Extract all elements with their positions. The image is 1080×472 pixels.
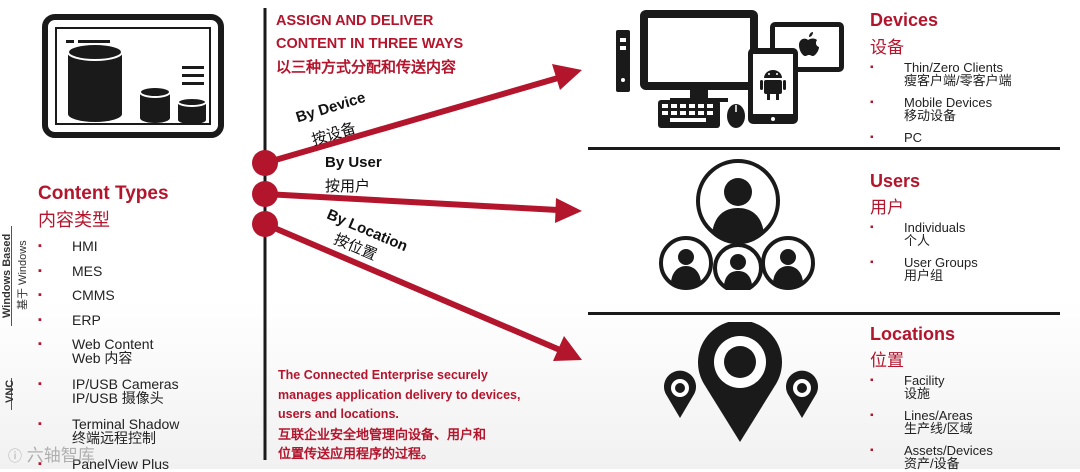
assign-title-line1: ASSIGN AND DELIVER: [276, 13, 434, 29]
arrow-by-location: [263, 221, 562, 353]
locations-title: Locations: [870, 324, 956, 344]
tablet-database-icon: [42, 14, 224, 138]
arrow-by-device: [264, 75, 559, 166]
content-type-item: ▪CMMS: [38, 287, 115, 303]
vnc-group-line: [11, 378, 12, 410]
node-by-user: [252, 181, 278, 207]
content-type-item: ▪PanelView Plus: [38, 456, 170, 472]
locations-icon-group: [664, 322, 818, 442]
users-title-cn: 用户: [870, 198, 904, 217]
users-icon-group: [659, 159, 815, 290]
tablet-android-icon: [748, 48, 798, 124]
devices-title-cn: 设备: [870, 38, 904, 57]
background-wash: [0, 300, 1080, 469]
keyboard-icon: [658, 100, 720, 128]
assign-title-cn: 以三种方式分配和传送内容: [276, 59, 457, 76]
users-title: Users: [870, 171, 921, 191]
content-types-title: Content Types: [38, 183, 169, 204]
pc-tower-icon: [616, 30, 630, 92]
mouse-icon: [727, 104, 745, 128]
windows-group-line: [11, 226, 12, 326]
content-types-title-cn: 内容类型: [38, 210, 110, 230]
watermark: ⓘ 六轴智库: [8, 446, 95, 465]
section-divider: [588, 147, 1060, 150]
assign-title-line2: CONTENT IN THREE WAYS: [276, 36, 464, 52]
arrowhead-by-device: [552, 64, 582, 90]
devices-title: Devices: [870, 10, 939, 30]
content-type-item: ▪ERP: [38, 312, 101, 328]
user-group-icon: [659, 236, 815, 290]
location-pin-icon: [698, 322, 782, 442]
content-type-item: ▪HMI: [38, 238, 98, 254]
arrowhead-by-user: [555, 198, 582, 223]
user-icon: [696, 159, 780, 245]
node-by-device: [252, 150, 278, 176]
content-type-item: ▪MES: [38, 263, 103, 279]
section-divider: [588, 312, 1060, 315]
node-by-location: [252, 211, 278, 237]
location-pin-icon-small: [664, 370, 818, 418]
by-user-label-cn: 按用户: [325, 178, 371, 195]
by-user-label: By User: [325, 154, 382, 171]
desktop-computer-icon: [640, 10, 758, 102]
devices-icon-group: [616, 10, 844, 128]
device-item: ▪PC: [870, 130, 923, 145]
locations-title-cn: 位置: [870, 351, 904, 370]
enterprise-statement: The Connected Enterprise securely manage…: [278, 368, 521, 461]
arrowhead-by-location: [553, 336, 582, 361]
arrow-by-user: [264, 191, 559, 213]
